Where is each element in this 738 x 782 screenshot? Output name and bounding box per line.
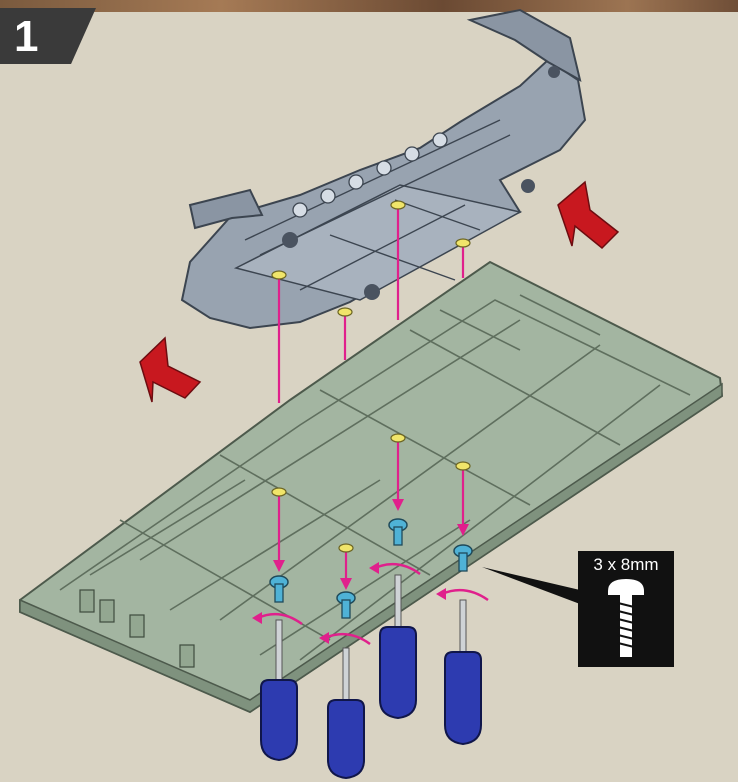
callout-pointer xyxy=(482,567,580,604)
screw-icon xyxy=(578,551,674,667)
step-number: 1 xyxy=(14,12,38,62)
screw-size-callout: 3 x 8mm xyxy=(578,551,674,667)
